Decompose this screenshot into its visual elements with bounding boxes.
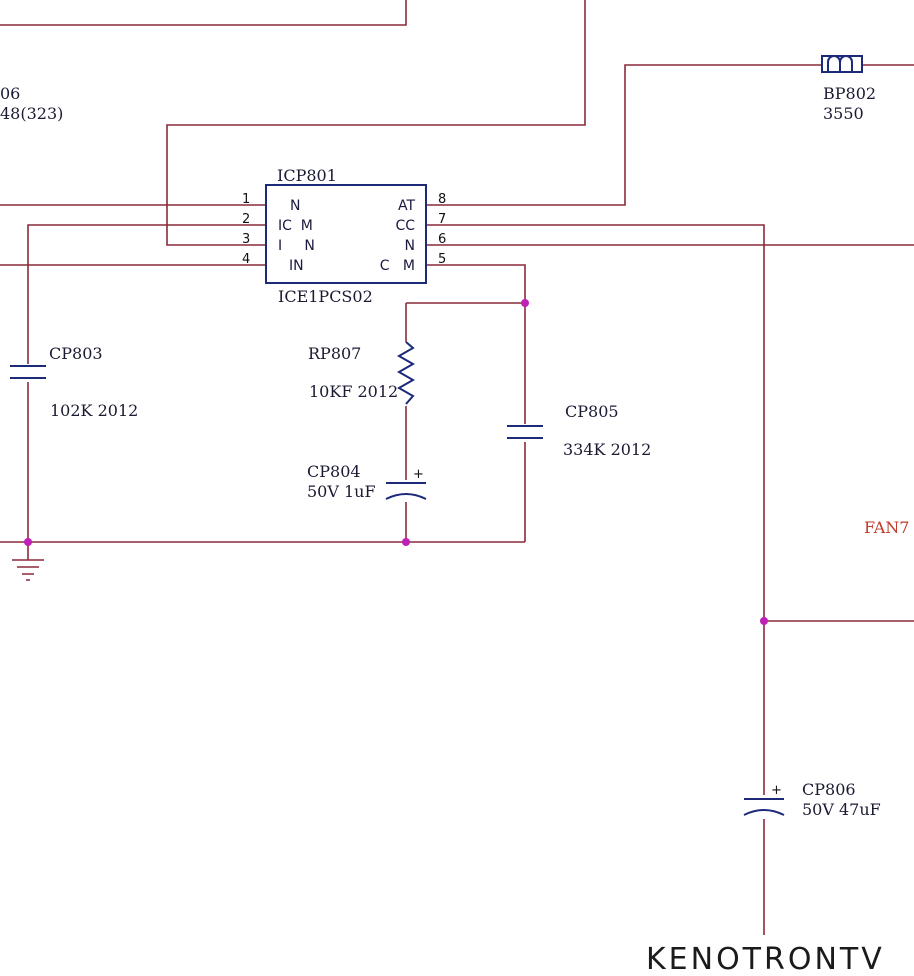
junctions <box>24 299 768 625</box>
ic-icp801: 1 2 3 4 8 7 6 5 N IC M I N IN AT CC N C … <box>242 166 446 306</box>
rp807-ref-label: RP807 <box>308 344 361 363</box>
resistor-rp807: RP807 10KF 2012 <box>308 341 416 406</box>
wire-pin3-loop <box>166 0 586 246</box>
junction-dot <box>402 538 410 546</box>
junction-dot <box>24 538 32 546</box>
ic-pin-name-8: AT <box>398 198 415 214</box>
cp806-ref-label: CP806 <box>802 780 856 799</box>
cp806-value-label: 50V 47uF <box>802 800 881 819</box>
ic-pin-number-3: 3 <box>242 232 250 247</box>
cp803-plates <box>10 365 46 379</box>
ic-pin-name-4: IN <box>289 258 304 274</box>
ic-pin-name-2: IC M <box>278 218 313 234</box>
wire-pin8 <box>426 64 822 206</box>
junction-dot <box>521 299 529 307</box>
capacitor-cp806: + CP806 50V 47uF <box>740 780 881 819</box>
rp807-zigzag <box>396 341 416 405</box>
cp804-value-label: 50V 1uF <box>307 482 376 501</box>
ic-pin-number-7: 7 <box>438 212 446 227</box>
ic-pin-name-7: CC <box>395 218 415 234</box>
fragment-label-48: 48(323) <box>0 104 63 123</box>
bead-bp802: BP802 3550 <box>821 55 876 123</box>
wire-pin2 <box>27 224 266 542</box>
capacitor-cp804: + CP804 50V 1uF <box>307 462 428 502</box>
ic-pin-name-1: N <box>290 198 300 214</box>
ground-bars <box>12 559 44 581</box>
cp804-ref-label: CP804 <box>307 462 361 481</box>
cp804-polarity: + <box>413 467 424 482</box>
watermark: KENOTRONTV <box>646 942 885 976</box>
ic-pin-number-4: 4 <box>242 252 250 267</box>
bead-body <box>821 55 863 73</box>
ic-pin-number-2: 2 <box>242 212 250 227</box>
capacitor-cp803: CP803 102K 2012 <box>8 344 138 420</box>
cp803-value-label: 102K 2012 <box>50 401 138 420</box>
bead-coil <box>827 55 853 72</box>
ground-symbol <box>12 542 44 581</box>
ic-pin-number-5: 5 <box>438 252 446 267</box>
wire-pin5 <box>426 264 526 542</box>
ic-pin-number-1: 1 <box>242 192 250 207</box>
wire-top-left <box>0 0 407 26</box>
rp807-value-label: 10KF 2012 <box>309 382 398 401</box>
junction-dot <box>760 617 768 625</box>
cp803-ref-label: CP803 <box>49 344 103 363</box>
ic-ref-label: ICP801 <box>277 166 337 185</box>
ic-pin-name-3: I N <box>278 238 315 254</box>
capacitor-cp805: CP805 334K 2012 <box>505 402 651 459</box>
wire-pin7-vcc <box>426 224 765 935</box>
ic-pin-name-5: C M <box>380 258 415 274</box>
cp806-plate-negative <box>743 809 785 816</box>
ic-pin-number-8: 8 <box>438 192 446 207</box>
net-label-fan: FAN7 <box>864 518 909 537</box>
ic-pin-name-6: N <box>405 238 415 254</box>
ic-part-label: ICE1PCS02 <box>278 287 373 306</box>
bp802-ref-label: BP802 <box>823 84 876 103</box>
ic-body <box>265 184 427 284</box>
cp805-plates <box>507 425 543 439</box>
cp804-plate-negative <box>385 493 427 500</box>
fragment-label-06: 06 <box>0 84 20 103</box>
cp805-ref-label: CP805 <box>565 402 619 421</box>
cp805-value-label: 334K 2012 <box>563 440 651 459</box>
cp806-polarity: + <box>771 783 782 798</box>
bp802-value-label: 3550 <box>823 104 864 123</box>
ic-pin-number-6: 6 <box>438 232 446 247</box>
